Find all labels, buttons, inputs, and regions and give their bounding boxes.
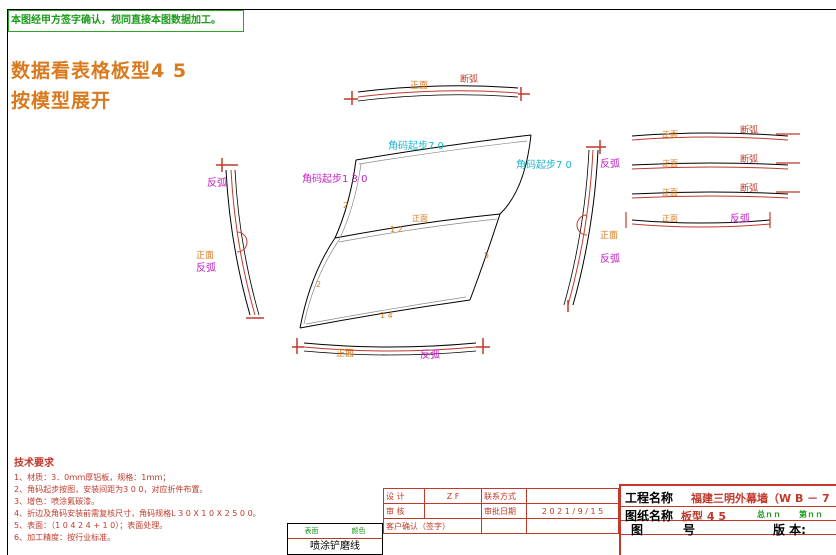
hstrip3-arc-label: 断弧: [740, 182, 758, 194]
client-confirm-cell: [481, 518, 527, 534]
hstrip2-arc-label: 断弧: [740, 153, 758, 165]
drawing-title-line1: 数据看表格板型4 5: [11, 60, 188, 82]
right-horizontal-strips: [625, 132, 800, 228]
corner-label-right: 角码起步7 0: [516, 159, 572, 171]
bottom-strip-arc-label: 反弧: [420, 348, 440, 361]
tech-item: 1、材质：3．0ｍｍ厚铝板，规格：1ｍｍ；: [14, 473, 171, 482]
approval-date-value: 2 0 2 1 / 9 / 1 5: [526, 503, 619, 519]
panel-center-label: 正面: [412, 214, 428, 223]
drawing-name-value: 板型 4 5: [681, 510, 726, 523]
project-title-block: 工程名称 福建三明外幕墙（W B － 7 图纸名称 板型 4 5 总ｎｎ 第ｎｎ…: [619, 484, 836, 555]
hstrip2-front-label: 正面: [662, 159, 678, 168]
figure-number: 号: [683, 523, 696, 537]
hstrip4-front-label: 正面: [662, 214, 678, 223]
confirmation-notice: 本图经甲方签字确认，视同直接本图数据加工。: [8, 10, 244, 32]
project-name-value: 福建三明外幕墙（W B － 7: [691, 492, 830, 505]
designer-label: 设 计: [383, 488, 425, 504]
drawing-frame: [7, 9, 836, 555]
approval-date-label: 审批日期: [481, 503, 527, 519]
bottom-strip-front-label: 正面: [336, 348, 354, 359]
tech-item: 4、折边及角码安装前需复核尺寸，角码规格L 3 0 X 1 0 X 2 5 0 …: [14, 509, 261, 518]
drawing-name-label: 图纸名称: [625, 509, 674, 523]
stamp-color-label: 颜色: [351, 527, 366, 535]
stamp-surface-label: 表面: [304, 527, 319, 535]
right-strip-arc-label: 反弧: [600, 157, 620, 170]
project-name-label: 工程名称: [625, 491, 674, 505]
hstrip1-front-label: 正面: [662, 130, 678, 139]
contact-value: [526, 488, 619, 504]
corner-label-top: 角码起步7 0: [388, 140, 444, 152]
tech-item: 5、表面：（1 0 4 2 4 + 1 0）；表面处理。: [14, 521, 168, 530]
review-table: 设 计 Z F 联系方式 审 核 审批日期 2 0 2 1 / 9 / 1 5 …: [383, 488, 619, 534]
contact-label: 联系方式: [481, 488, 527, 504]
unfolded-panel: [299, 134, 532, 329]
sheet-total: 总ｎｎ: [757, 510, 781, 519]
hstrip4-arc-label: 反弧: [730, 212, 750, 225]
hstrip1-arc-label: 断弧: [740, 124, 758, 136]
left-strip-front-label: 正面: [196, 250, 214, 261]
client-confirm-value: [526, 518, 619, 534]
designer-value: Z F: [424, 488, 482, 504]
corner-label-left: 角码起步1 3 0: [302, 173, 367, 185]
reviewer-label: 审 核: [383, 503, 425, 519]
top-strip-front-label: 正面: [410, 80, 428, 91]
right-strip-front-label: 正面: [600, 230, 618, 241]
left-strip-arc-label: 反弧: [207, 176, 227, 189]
reviewer-value: [424, 503, 482, 519]
tech-heading: 技术要求: [14, 458, 54, 469]
top-strip: [344, 85, 530, 105]
hstrip3-front-label: 正面: [662, 188, 678, 197]
panel-dim-4: 5: [484, 251, 489, 260]
client-confirm-label: 客户确认（签字）: [383, 518, 482, 534]
finish-stamp-box: 表面 颜色 喷涂铲磨线: [287, 523, 383, 555]
panel-dim-2: 1 2: [390, 225, 403, 234]
top-strip-arc-label: 断弧: [460, 73, 478, 85]
tech-item: 2、角码起步按图，安装间距为3 0 0，对应折件布置。: [14, 485, 208, 494]
figure-label: 图: [631, 523, 644, 537]
version-label: 版 本:: [773, 523, 806, 537]
left-strip-arc-label-2: 反弧: [196, 261, 216, 274]
right-strip-arc-label-2: 反弧: [600, 252, 620, 265]
tech-item: 3、增色：喷涂氟碳漆。: [14, 497, 100, 506]
panel-dim-5: 2: [316, 280, 321, 289]
drawing-title-line2: 按模型展开: [11, 90, 112, 112]
panel-dim-3: 1 4: [380, 311, 393, 320]
stamp-process-name: 喷涂铲磨线: [310, 541, 360, 552]
panel-dim-1: 2: [343, 201, 348, 210]
left-strip: [216, 158, 264, 319]
technical-requirements: 技术要求 1、材质：3．0ｍｍ厚铝板，规格：1ｍｍ； 2、角码起步按图，安装间距…: [14, 458, 261, 544]
sheet-number: 第ｎｎ: [799, 510, 823, 519]
bottom-strip: [292, 338, 490, 356]
tech-item: 6、加工精度：按行业标准。: [14, 533, 116, 542]
right-strip: [563, 140, 606, 312]
